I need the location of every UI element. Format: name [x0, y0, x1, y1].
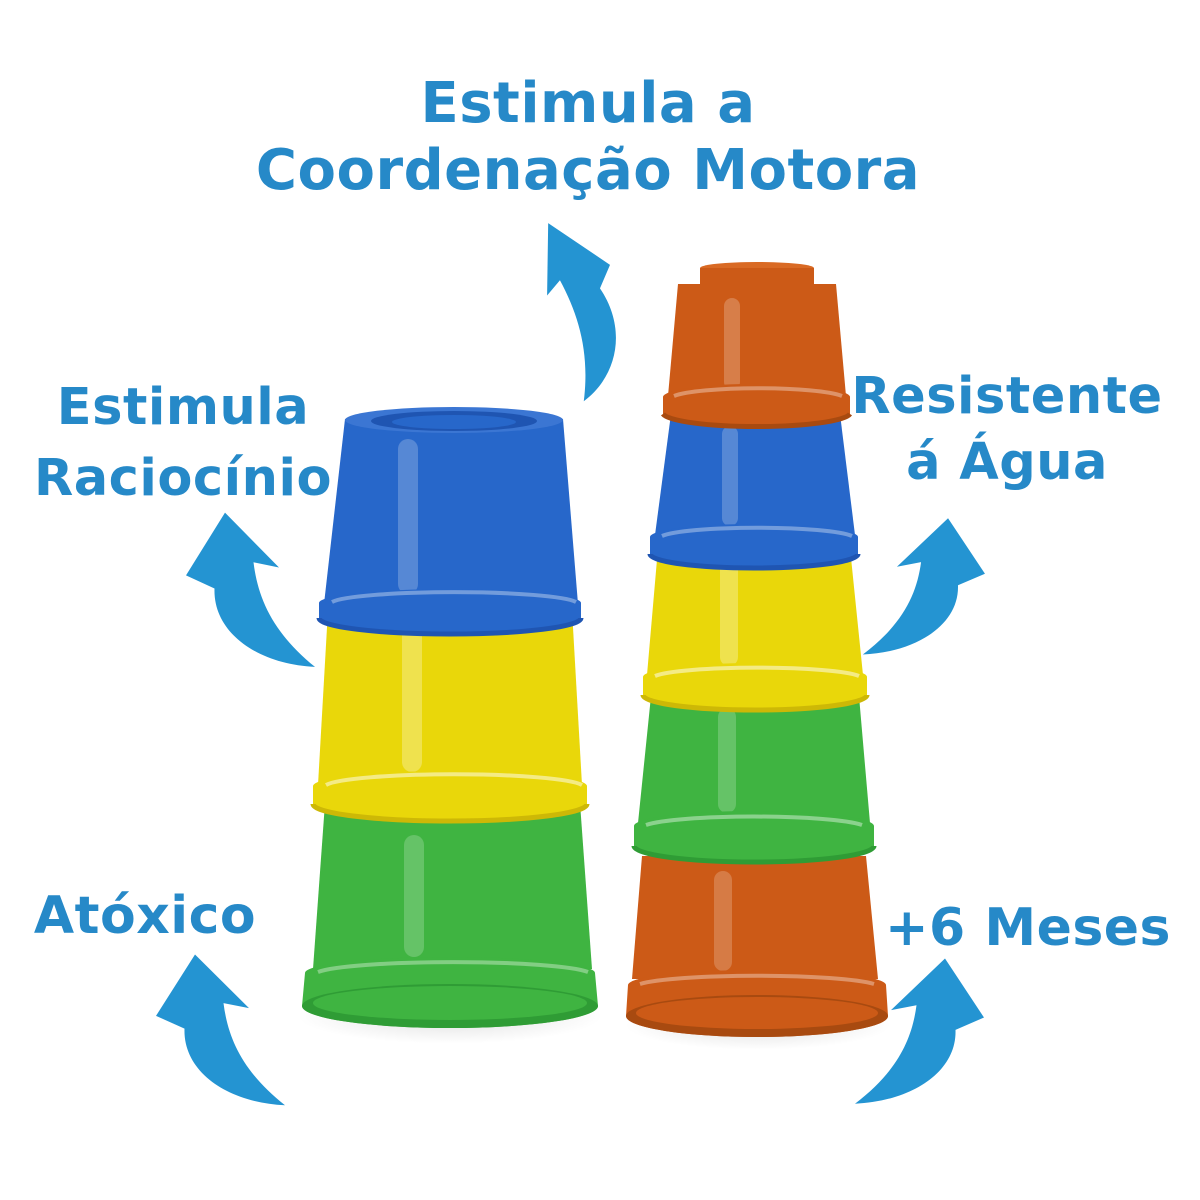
- cup-blue-small: [647, 414, 861, 571]
- cup-yellow-large: [310, 610, 590, 824]
- label-line: Estimula: [56, 378, 310, 437]
- label-line: +6 Meses: [884, 898, 1172, 958]
- cup-green-small: [631, 696, 877, 865]
- label-resistente-agua: Resistente á Água: [847, 364, 1167, 497]
- label-line: Atóxico: [33, 886, 257, 946]
- stacking-cups-right: [626, 262, 888, 1037]
- cup-green-large: [302, 803, 598, 1028]
- curved-arrow-bottom-right-icon: [855, 958, 984, 1104]
- curved-arrow-left-icon: [186, 512, 315, 667]
- label-atoxico: Atóxico: [15, 886, 275, 946]
- cup-blue-large: [316, 407, 584, 637]
- curved-arrow-top-icon: [547, 223, 616, 402]
- label-line: Estimula a: [420, 71, 756, 136]
- label-6-meses: +6 Meses: [878, 898, 1178, 958]
- label-line: Raciocínio: [34, 449, 332, 509]
- cup-orange-top: [660, 262, 853, 430]
- label-line: Coordenação Motora: [255, 138, 921, 204]
- label-estimula-raciocinio: Estimula Raciocínio: [13, 372, 353, 515]
- curved-arrow-bottom-left-icon: [156, 954, 285, 1106]
- cup-yellow-small: [640, 548, 870, 713]
- cup-orange-bottom: [626, 856, 888, 1037]
- label-coordenacao-motora: Estimula a Coordenação Motora: [188, 70, 988, 204]
- curved-arrow-right-icon: [862, 518, 985, 655]
- stacking-cups-left: [302, 407, 598, 1028]
- label-line: á Água: [906, 433, 1108, 493]
- label-line: Resistente: [851, 367, 1163, 426]
